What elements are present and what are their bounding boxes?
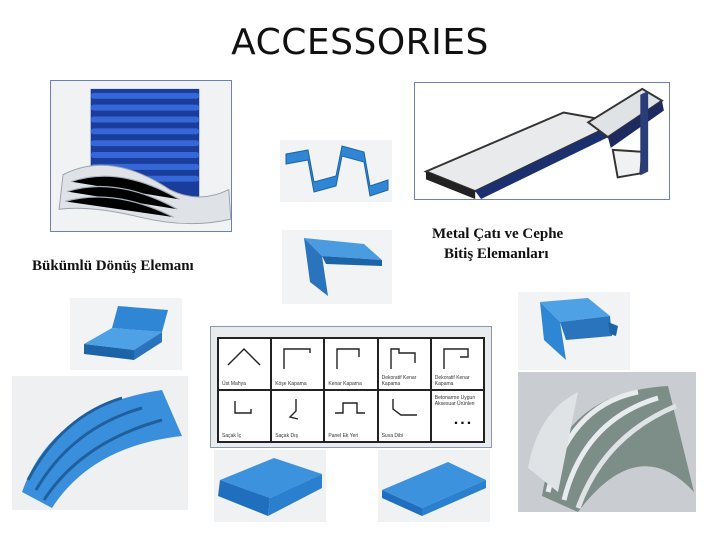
corner-cap-profile-icon <box>283 348 311 369</box>
profile-label: Betonarme Uygun Aksesuar Ürünleri <box>434 395 476 407</box>
profile-label: Köşe Kapama <box>275 381 307 387</box>
cap-flashing-photo <box>518 292 630 370</box>
curved-element-caption: Bükümlü Dönüş Elemanı <box>32 258 194 274</box>
profile-label: Panel Ek Yeri <box>328 433 359 439</box>
eave-outer-profile-icon <box>288 399 299 420</box>
profile-cell: Saçak Dış <box>272 391 324 441</box>
panel-joint-profile-icon <box>335 402 366 414</box>
accessory-profiles-diagram: Üst Mahya Köşe Kapama Kenar Kapama Dekor… <box>210 326 492 448</box>
step-flashing-photo <box>70 298 182 370</box>
profile-cell: Üst Mahya <box>219 339 271 389</box>
decorative-edge-profile-icon <box>443 348 469 369</box>
eave-inner-profile-icon <box>234 401 252 414</box>
profile-label: Dekoratif Kenar Kapama <box>434 375 470 387</box>
profile-label: Suva Dibi <box>381 433 403 439</box>
ridge-cap-photo-right <box>378 450 490 522</box>
trapezoid-panel-photo <box>280 140 392 202</box>
profile-cell: Dekoratif Kenar Kapama <box>378 339 430 389</box>
profile-label: Dekoratif Kenar Kapama <box>381 375 417 387</box>
blue-curved-roof-photo <box>12 376 188 510</box>
metal-trim-photo <box>414 82 670 200</box>
profiles-grid: Üst Mahya Köşe Kapama Kenar Kapama Dekor… <box>217 337 485 443</box>
profile-cell: Saçak İç <box>219 391 271 441</box>
profile-cell: Suva Dibi <box>378 391 430 441</box>
page-title: ACCESSORIES <box>231 22 489 63</box>
profile-cell: Panel Ek Yeri <box>325 391 377 441</box>
trim-elements-caption-line1: Metal Çatı ve Cephe <box>432 226 564 242</box>
profile-label: Saçak İç <box>222 433 242 439</box>
profile-label: Üst Mahya <box>222 381 246 387</box>
profile-label: Saçak Dış <box>275 433 298 439</box>
curved-panels-photo <box>50 80 232 232</box>
trim-elements-caption-line2: Bitiş Elemanları <box>444 246 549 262</box>
decorative-edge-profile-icon <box>389 348 416 369</box>
ridge-cap-photo-left <box>214 450 326 522</box>
trim-elements-caption: Metal Çatı ve Cephe Bitiş Elemanları <box>432 224 612 264</box>
profile-cell: Betonarme Uygun Aksesuar Ürünleri ... <box>431 391 483 441</box>
profile-label: Kenar Kapama <box>328 381 362 387</box>
profile-cell: Köşe Kapama <box>272 339 324 389</box>
ridge-cap-profile-icon <box>227 348 261 366</box>
plaster-base-profile-icon <box>391 399 417 416</box>
profile-cell: Kenar Kapama <box>325 339 377 389</box>
profile-cell: Dekoratif Kenar Kapama <box>431 339 483 389</box>
edge-cap-profile-icon <box>336 348 361 369</box>
grey-curved-roof-photo <box>518 372 696 512</box>
corner-flashing-photo <box>282 230 392 304</box>
more-indicator: ... <box>453 411 474 428</box>
